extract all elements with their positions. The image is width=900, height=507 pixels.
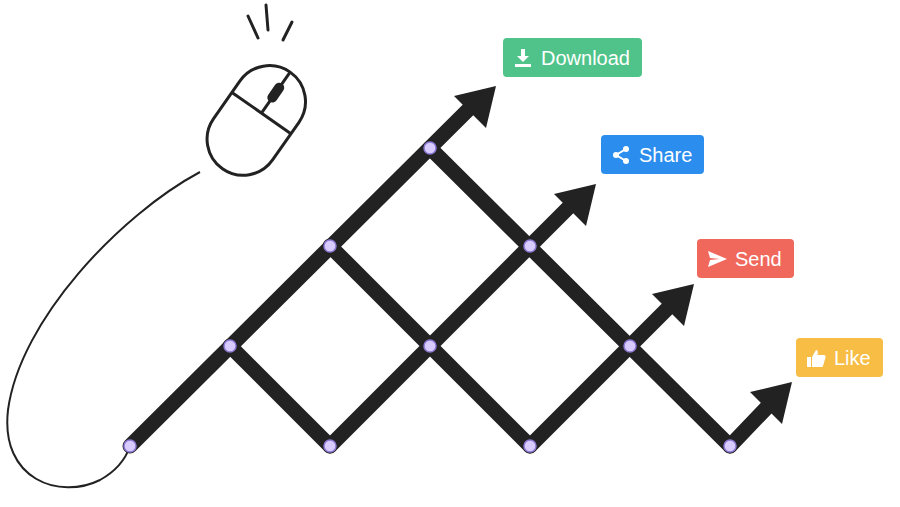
- mouse-cable: [7, 172, 200, 487]
- button-label: Like: [834, 346, 871, 370]
- joints: [124, 142, 736, 452]
- button-icon: [806, 348, 826, 368]
- button-icon: [707, 249, 727, 269]
- button-label: Share: [639, 143, 692, 167]
- mouse: [193, 51, 320, 189]
- button-label: Send: [735, 247, 782, 271]
- action-button: Download: [503, 38, 642, 77]
- button-icon: [611, 145, 631, 165]
- action-button: Share: [601, 135, 704, 174]
- click-marks: [248, 5, 292, 40]
- scissor-bars: [130, 100, 774, 446]
- button-icon: [513, 48, 533, 68]
- arrowheads: [454, 86, 792, 424]
- button-label: Download: [541, 46, 630, 70]
- action-button: Send: [697, 239, 794, 278]
- action-button: Like: [796, 338, 883, 377]
